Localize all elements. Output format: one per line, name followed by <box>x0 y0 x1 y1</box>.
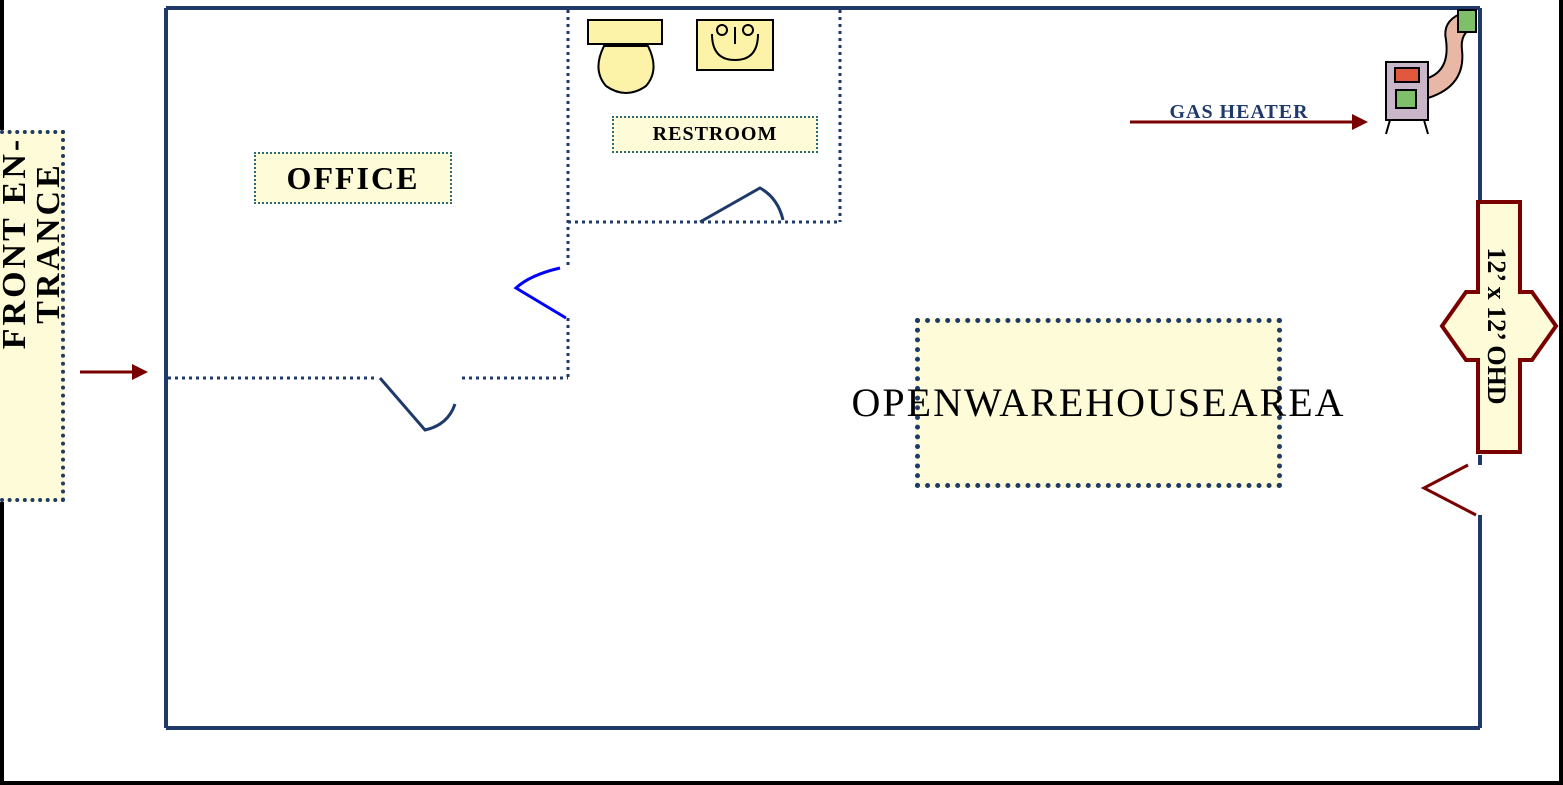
sink-icon <box>696 19 774 71</box>
ohd-double-arrow <box>1439 200 1559 454</box>
front-entrance-label: FRONT EN-TRANCE <box>0 136 67 350</box>
heater-leg-right <box>1423 119 1429 135</box>
open-warehouse-area-label: OPEN WAREHOUSE AREA <box>852 318 1344 488</box>
heater-flame-window <box>1394 67 1420 83</box>
doors <box>378 186 1477 517</box>
front-entrance-arrow <box>80 364 148 380</box>
toilet-bowl <box>597 45 655 94</box>
office-side-door <box>513 266 567 320</box>
overhead-door-label: 12’ x 12’ OHD <box>1482 247 1511 405</box>
sink-basin <box>711 33 759 62</box>
restroom-door <box>699 186 785 224</box>
toilet-icon <box>587 19 663 94</box>
office-label: OFFICE <box>254 152 452 204</box>
warehouse-label-line-2: WAREHOUSE <box>963 380 1229 425</box>
warehouse-label-line-3: AREA <box>1228 380 1346 425</box>
gas-heater-icon <box>1385 9 1477 135</box>
gas-heater-arrow <box>1130 114 1368 130</box>
heater-vent-cap <box>1457 9 1477 33</box>
sink-tap-left <box>716 24 728 36</box>
gas-heater-label: GAS HEATER <box>1169 100 1309 123</box>
exterior-walls <box>164 6 1482 730</box>
toilet-tank <box>587 19 663 45</box>
restroom-label: RESTROOM <box>612 116 818 153</box>
warehouse-label-line-1: OPEN <box>851 380 964 425</box>
heater-panel <box>1395 89 1417 109</box>
front-entrance-box <box>0 130 65 502</box>
interior-partitions <box>168 10 842 380</box>
sink-tap-right <box>742 24 754 36</box>
heater-leg-left <box>1385 119 1391 135</box>
office-door <box>378 377 457 432</box>
rear-door <box>1420 463 1477 517</box>
